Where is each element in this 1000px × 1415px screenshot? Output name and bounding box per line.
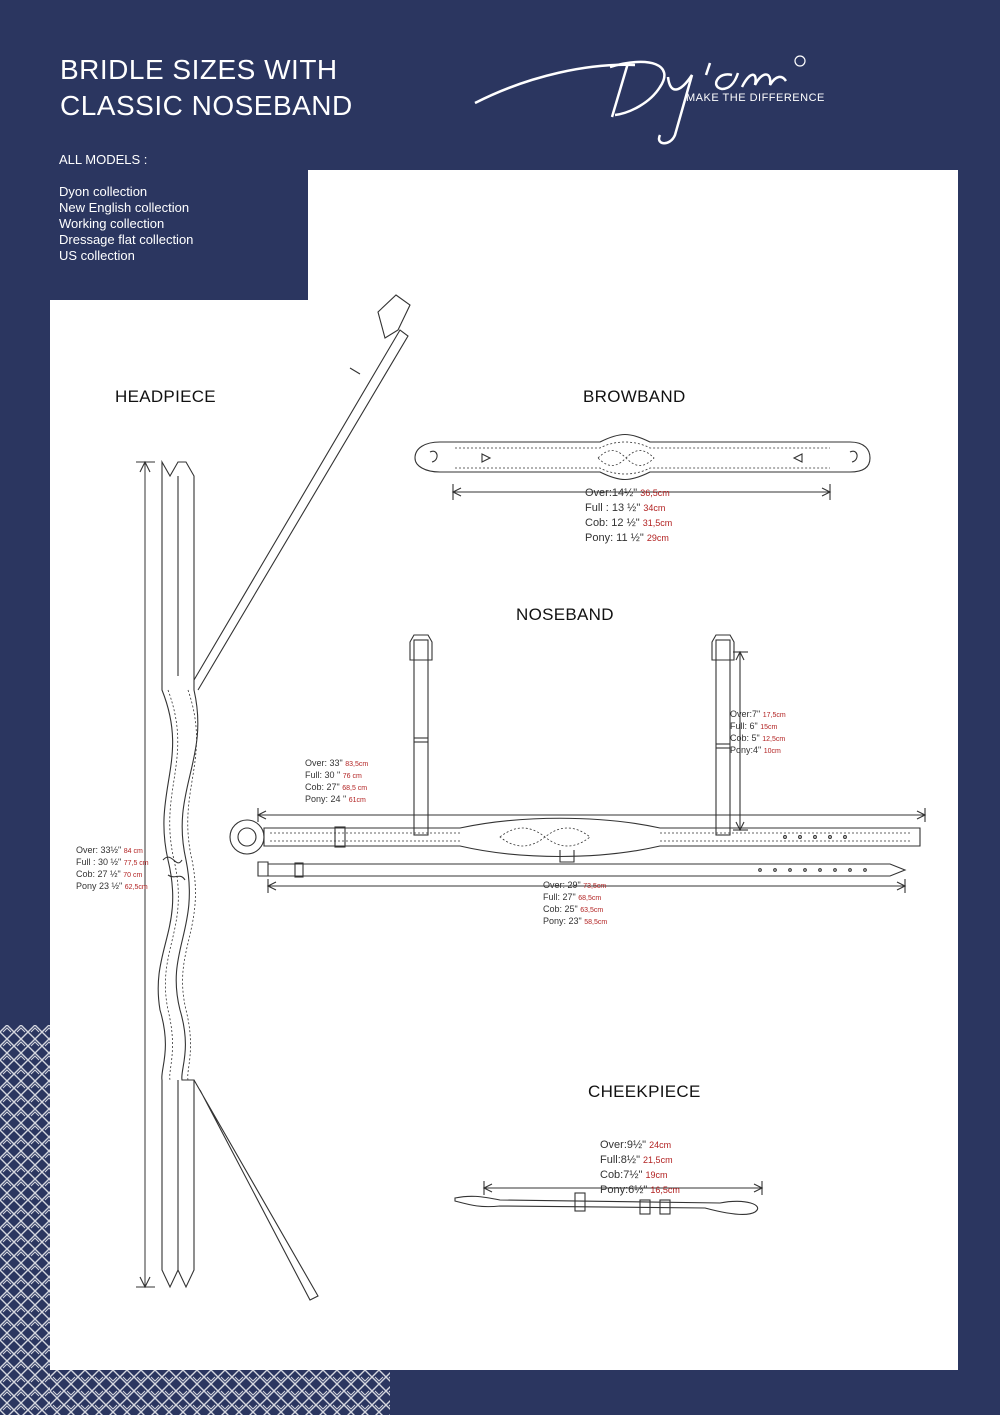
size-row: Full: 6" 15cm (730, 721, 778, 731)
size-row: Full: 27" 68,5cm (543, 892, 602, 902)
size-row: Pony: 24 " 61cm (305, 794, 366, 804)
decorative-pattern-bottom (50, 1370, 390, 1415)
noseband-strap-sizes: Over:7" 17,5cm Full: 6" 15cm Cob: 5" 12,… (730, 709, 786, 757)
headpiece-drawing (136, 294, 411, 1301)
noseband-label: NOSEBAND (516, 605, 614, 624)
model-item: US collection (59, 248, 135, 263)
dyon-logo (474, 55, 806, 145)
size-row: Cob: 5" 12,5cm (730, 733, 786, 743)
size-row: Pony 23 ½" 62,5cm (76, 881, 148, 891)
model-item: Dressage flat collection (59, 232, 194, 247)
noseband-flash-sizes: Over: 29" 73,5cm Full: 27" 68,5cm Cob: 2… (543, 880, 607, 928)
browband-drawing (414, 433, 871, 500)
size-row: Full: 30 " 76 cm (305, 770, 362, 780)
cheekpiece-sizes: Over:9½" 24cm Full:8½" 21,5cm Cob:7½" 19… (600, 1138, 680, 1198)
size-row: Cob: 12 ½" 31,5cm (585, 517, 673, 529)
cheekpiece-drawing (454, 1181, 764, 1216)
content-panel-top (308, 170, 958, 310)
decorative-pattern-left (0, 1025, 50, 1415)
size-row: Pony: 23" 58,5cm (543, 916, 608, 926)
model-item: New English collection (59, 200, 190, 215)
model-item: Working collection (59, 216, 165, 231)
size-row: Full:8½" 21,5cm (600, 1154, 673, 1166)
size-row: Over:9½" 24cm (600, 1139, 672, 1151)
models-heading: ALL MODELS : (59, 152, 148, 167)
headpiece-sizes: Over: 33½" 84 cm Full : 30 ½" 77,5 cm Co… (76, 845, 149, 893)
browband-sizes: Over:14½" 36,5cm Full : 13 ½" 34cm Cob: … (585, 486, 672, 546)
content-panel-main (50, 300, 958, 1370)
size-row: Pony: 11 ½" 29cm (585, 532, 669, 544)
size-row: Cob: 27" 68,5 cm (305, 782, 368, 792)
size-row: Pony:6½" 16,5cm (600, 1184, 680, 1196)
browband-label: BROWBAND (583, 387, 686, 406)
size-row: Full : 30 ½" 77,5 cm (76, 857, 149, 867)
size-row: Cob: 25" 63,5cm (543, 904, 604, 914)
logo-tagline: MAKE THE DIFFERENCE (686, 92, 825, 104)
size-row: Over:7" 17,5cm (730, 709, 786, 719)
headpiece-label: HEADPIECE (115, 387, 216, 406)
size-row: Cob: 27 ½" 70 cm (76, 869, 143, 879)
title-line-2: CLASSIC NOSEBAND (60, 90, 353, 121)
size-row: Over: 33½" 84 cm (76, 845, 143, 855)
title-line-1: BRIDLE SIZES WITH (60, 54, 338, 85)
size-row: Pony:4" 10cm (730, 745, 781, 755)
noseband-total-sizes: Over: 33" 83,5cm Full: 30 " 76 cm Cob: 2… (305, 758, 368, 806)
page-title: BRIDLE SIZES WITH CLASSIC NOSEBAND (60, 52, 353, 124)
model-item: Dyon collection (59, 184, 148, 199)
cheekpiece-label: CHEEKPIECE (588, 1082, 701, 1101)
size-row: Over:14½" 36,5cm (585, 487, 670, 499)
models-list: ALL MODELS : Dyon collection New English… (59, 152, 193, 264)
size-row: Cob:7½" 19cm (600, 1169, 668, 1181)
size-row: Over: 29" 73,5cm (543, 880, 607, 890)
size-row: Over: 33" 83,5cm (305, 758, 369, 768)
noseband-drawing (229, 634, 927, 893)
size-row: Full : 13 ½" 34cm (585, 502, 666, 514)
